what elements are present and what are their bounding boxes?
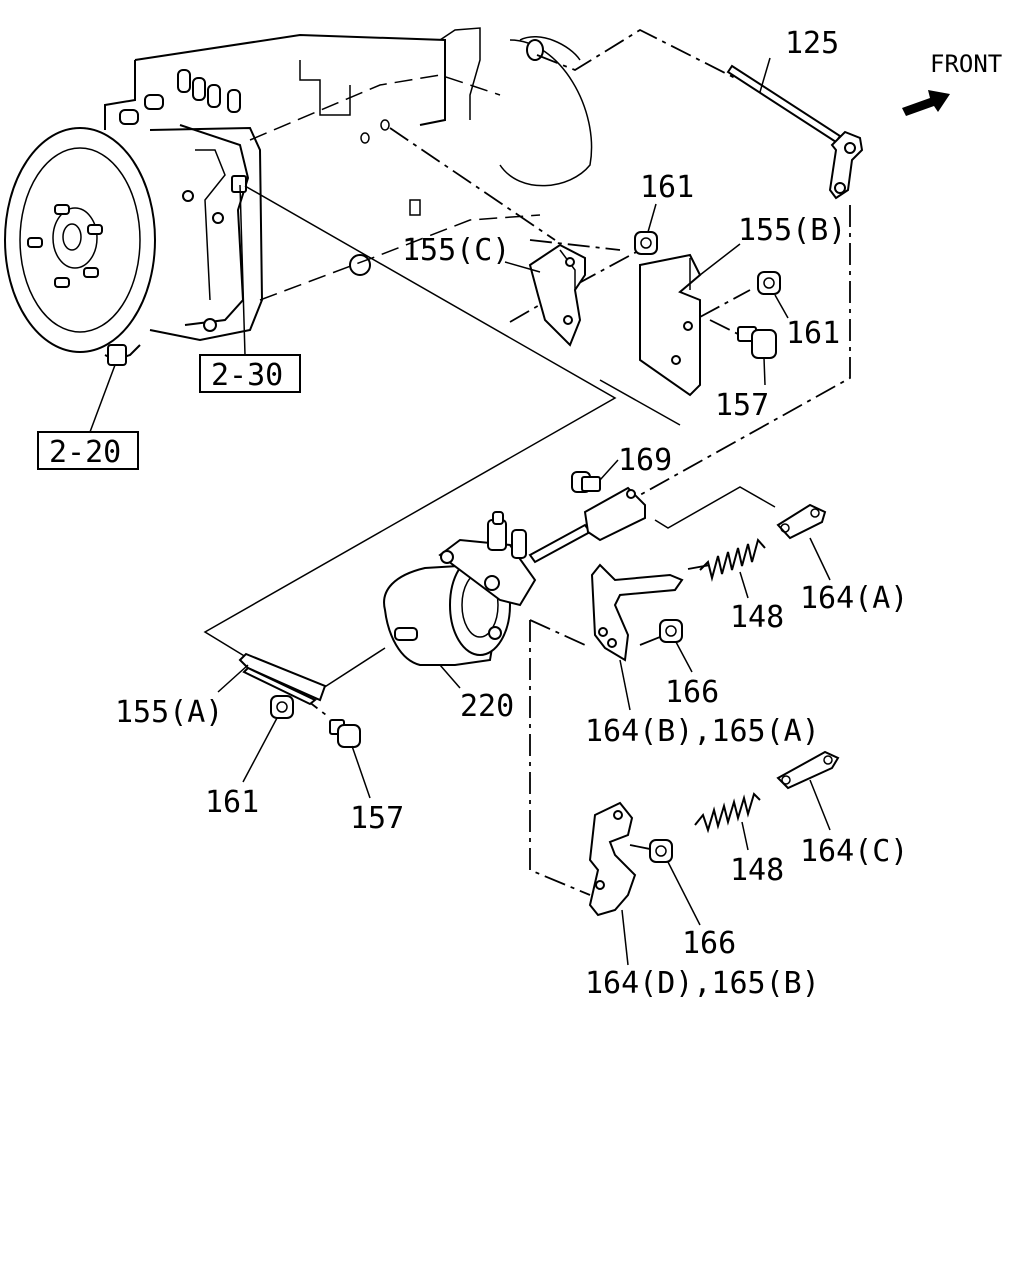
bolt-157-low (329, 719, 361, 748)
callout-161-top: 161 (640, 170, 694, 205)
rod-125 (726, 64, 864, 200)
bracket-155c (528, 243, 586, 347)
bolt-157-top (737, 326, 777, 359)
bracket-164b (590, 563, 684, 662)
engine-assembly (4, 27, 593, 366)
front-arrow-icon (902, 90, 950, 116)
actuator-220 (383, 486, 646, 666)
callout-166-upper: 166 (665, 675, 719, 710)
nut-161-low (270, 695, 294, 719)
callout-155c: 155(C) (402, 233, 510, 268)
nut-166-upper (659, 619, 683, 643)
bolt-169 (571, 471, 601, 493)
link-164a (776, 503, 827, 540)
callout-220: 220 (460, 689, 514, 724)
nut-161-right (757, 271, 781, 295)
callout-161-low: 161 (205, 785, 259, 820)
spring-148-upper (699, 537, 766, 582)
ref-box-2-20[interactable]: 2-20 (37, 431, 139, 470)
callout-148-lower: 148 (730, 853, 784, 888)
callout-169: 169 (618, 443, 672, 478)
callout-164c: 164(C) (800, 834, 908, 869)
callout-164a: 164(A) (800, 581, 908, 616)
callout-157-top: 157 (715, 388, 769, 423)
callout-148-upper: 148 (730, 600, 784, 635)
callout-125: 125 (785, 26, 839, 61)
callout-155a: 155(A) (115, 695, 223, 730)
ref-box-2-30[interactable]: 2-30 (199, 354, 301, 393)
front-label: FRONT (930, 50, 1002, 78)
callout-157-low: 157 (350, 801, 404, 836)
spring-148-lower (694, 792, 761, 834)
bracket-155b (639, 253, 702, 397)
front-direction-indicator: FRONT (902, 50, 1002, 116)
bracket-164d (588, 801, 637, 917)
callout-155b: 155(B) (738, 213, 846, 248)
callout-166-lower: 166 (682, 926, 736, 961)
ref-2-30-label: 2-30 (211, 358, 283, 393)
callout-164b-165a: 164(B),165(A) (585, 714, 820, 749)
connection-lines (203, 28, 851, 896)
callout-161-right: 161 (786, 316, 840, 351)
link-164c (776, 750, 840, 790)
nut-166-lower (649, 839, 673, 863)
leader-lines (89, 57, 831, 966)
fasteners (270, 231, 781, 863)
ref-2-20-label: 2-20 (49, 435, 121, 470)
callout-labels: 125 161 155(C) 155(B) 161 157 169 164(A)… (115, 26, 908, 1001)
nut-161-top (634, 231, 658, 255)
callout-164d-165b: 164(D),165(B) (585, 966, 820, 1001)
